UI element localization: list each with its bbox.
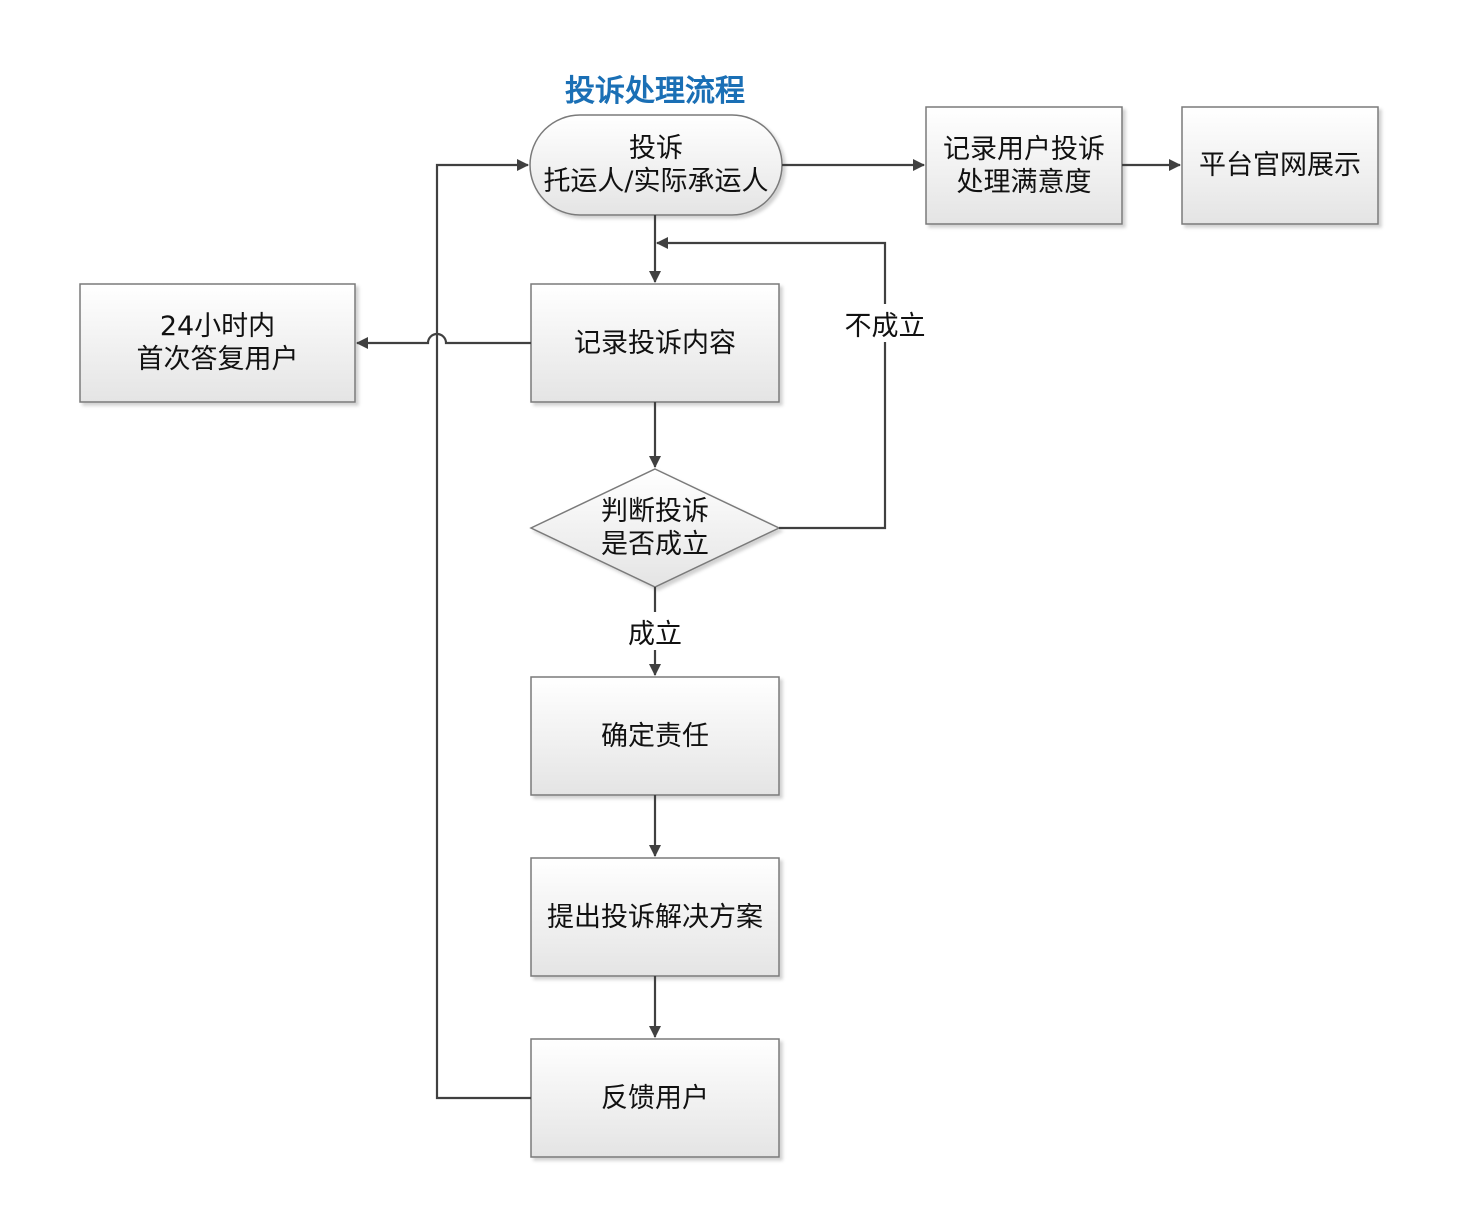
record-satisfaction-box — [925, 106, 1123, 225]
record-content-box — [530, 283, 780, 403]
edge-feedback-to-start — [435, 159, 531, 1100]
record-content-label: 记录投诉内容 — [574, 327, 736, 359]
determine-responsibility-box — [530, 676, 780, 796]
record-satisfaction-line1: 记录用户投诉 — [943, 133, 1105, 165]
reply-24h-box — [79, 283, 356, 403]
start-label-line1: 投诉 — [629, 133, 683, 164]
record-satisfaction-label: 记录用户投诉 处理满意度 — [926, 107, 1122, 224]
propose-solution-box — [530, 857, 780, 977]
feedback-user-box — [530, 1038, 780, 1158]
judge-label: 判断投诉 是否成立 — [531, 469, 779, 587]
edge-judge-not-valid — [656, 237, 887, 530]
judge-line2: 是否成立 — [601, 529, 709, 560]
start-label: 投诉 托运人/实际承运人 — [530, 115, 782, 215]
edge-label-valid: 成立 — [620, 612, 690, 650]
platform-display-label: 平台官网展示 — [1199, 150, 1361, 181]
start-label-line2: 托运人/实际承运人 — [543, 166, 769, 197]
determine-responsibility-label: 确定责任 — [601, 720, 709, 752]
reply-24h-line2: 首次答复用户 — [136, 344, 299, 375]
propose-solution-label: 提出投诉解决方案 — [547, 901, 763, 933]
feedback-user-label: 反馈用户 — [601, 1082, 709, 1114]
edge-label-not-valid: 不成立 — [840, 304, 930, 342]
edge-record-to-reply — [356, 332, 531, 349]
reply-24h-label: 24小时内 首次答复用户 — [80, 284, 355, 402]
platform-display-box — [1181, 106, 1379, 225]
judge-line1: 判断投诉 — [601, 496, 709, 527]
diagram-title: 投诉处理流程 — [565, 74, 745, 109]
reply-24h-line1: 24小时内 — [159, 311, 276, 342]
record-satisfaction-line2: 处理满意度 — [956, 166, 1092, 198]
